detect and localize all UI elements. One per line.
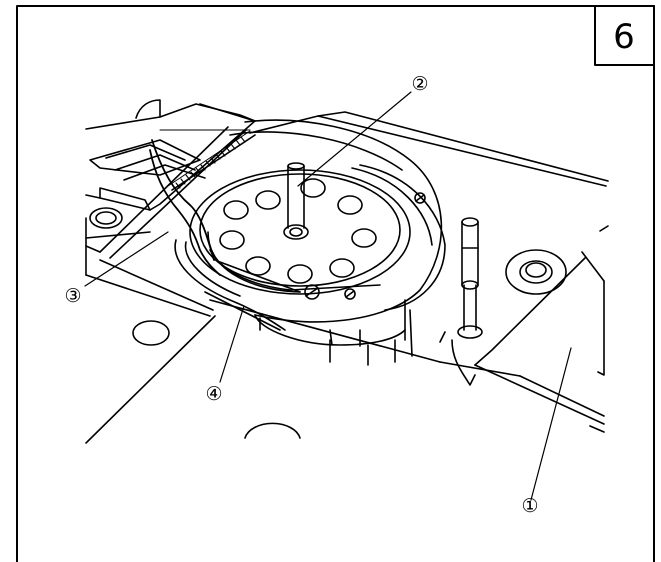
outer-border	[16, 5, 655, 562]
callout-label-4: ④	[205, 383, 222, 405]
washer	[505, 249, 567, 295]
callout-4: ④	[205, 383, 222, 405]
callout-label-2: ②	[411, 73, 428, 95]
leader-1	[530, 347, 572, 501]
bed-hole	[132, 320, 170, 346]
rotary-hook	[174, 119, 446, 347]
bobbin-case	[189, 169, 411, 295]
presser-foot	[85, 99, 256, 259]
housing	[329, 309, 446, 366]
callout-2: ②	[411, 73, 428, 95]
callout-leaders	[84, 91, 572, 501]
locating-pin	[451, 217, 483, 386]
leader-2	[297, 91, 412, 187]
leader-4	[219, 305, 245, 383]
callout-label-1: ①	[521, 495, 538, 517]
callout-1: ①	[521, 495, 538, 517]
machine-bed	[85, 111, 609, 444]
leader-3	[84, 231, 169, 287]
callout-3: ③	[64, 285, 81, 307]
spindle	[283, 162, 309, 240]
step-number: 6	[613, 17, 635, 57]
callout-label-3: ③	[64, 285, 81, 307]
step-number-box: 6	[594, 5, 655, 66]
